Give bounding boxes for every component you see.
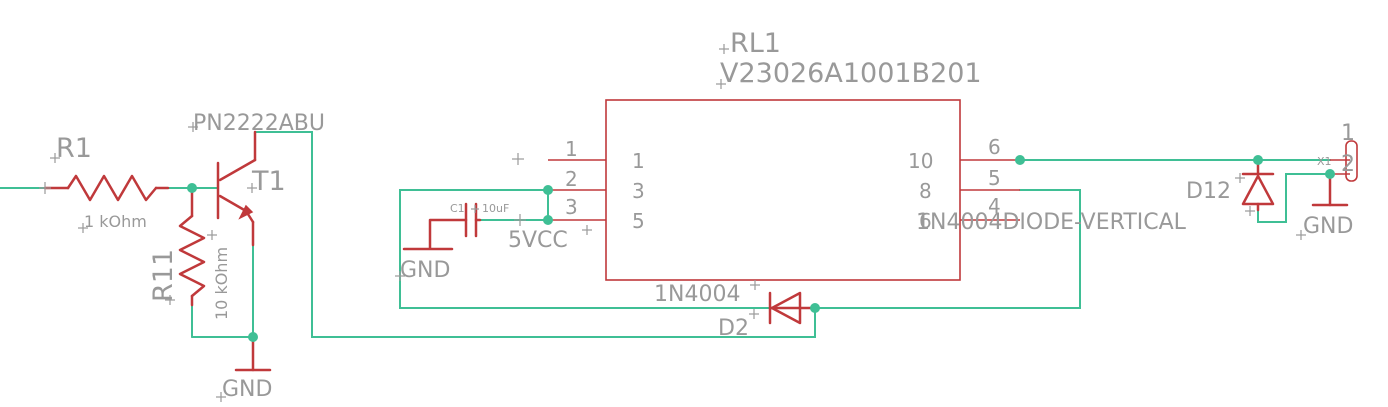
relay-inner-pin: 1 — [632, 149, 645, 173]
relay-inner-pin: 6 — [919, 209, 932, 233]
junction-dot — [1253, 155, 1263, 165]
connector-body — [1345, 140, 1358, 182]
capacitor-c1: C1 10uF — [428, 202, 509, 250]
relay-outer-pin: 5 — [988, 166, 1001, 190]
relay-inner-pin: 5 — [632, 209, 645, 233]
diode-d12: D12 1N4004DIODE-VERTICAL — [916, 158, 1275, 235]
t1-name: T1 — [251, 166, 286, 197]
junction-dot — [187, 183, 197, 193]
vcc-symbol: 5VCC — [508, 214, 592, 253]
connector-x1: 1 2 X1 — [1317, 121, 1358, 182]
gnd-symbol-connector: GND — [1296, 172, 1353, 240]
rl1-value: V23026A1001B201 — [720, 58, 982, 89]
resistor-r11: R11 10 kOhm — [148, 186, 231, 320]
rl1-name: RL1 — [730, 28, 781, 59]
gnd-label-connector: GND — [1303, 214, 1353, 239]
x1-name: X1 — [1317, 155, 1332, 168]
junction-dot — [248, 332, 258, 342]
gnd-symbol-capacitor: GND — [395, 247, 454, 283]
r1-value: 1 kOhm — [84, 212, 147, 231]
relay-inner-pin: 8 — [919, 179, 932, 203]
emitter-arrow — [238, 204, 254, 220]
x1-pin: 2 — [1341, 152, 1355, 177]
gnd-symbol-transistor: GND — [216, 335, 272, 402]
c1-name: C1 — [450, 202, 465, 215]
junction-dot — [1015, 155, 1025, 165]
relay-inner-pin: 3 — [632, 179, 645, 203]
d2-value: 1N4004 — [654, 282, 740, 307]
r1-name: R1 — [56, 133, 92, 164]
r11-value: 10 kOhm — [212, 247, 231, 320]
resistor-r1: R1 1 kOhm — [39, 133, 170, 233]
d12-name: D12 — [1186, 179, 1231, 204]
d12-value: 1N4004DIODE-VERTICAL — [916, 210, 1187, 235]
relay-inner-pin: 10 — [908, 149, 933, 173]
junction-dot — [543, 215, 553, 225]
wire-collector-to-d2 — [254, 131, 816, 338]
relay-outer-pin: 2 — [565, 167, 578, 191]
relay-outer-pin: 6 — [988, 135, 1001, 159]
c1-value: 10uF — [482, 202, 509, 215]
wire-d12-return — [1257, 173, 1331, 223]
junction-dot — [1325, 169, 1335, 179]
wire-relay-pin3-vcc — [519, 189, 549, 221]
transistor-t1: PN2222ABU T1 — [188, 111, 325, 247]
relay-rl1: RL1 V23026A1001B201 1 2 3 1 3 5 10 8 6 6… — [512, 28, 1020, 281]
x1-pin: 1 — [1341, 121, 1355, 146]
relay-outer-pin: 1 — [565, 137, 578, 161]
t1-value: PN2222ABU — [193, 111, 325, 136]
junction-dot — [810, 303, 820, 313]
wires — [0, 131, 1331, 371]
diode-d2: 1N4004 D2 — [654, 280, 817, 341]
junctions — [187, 155, 1335, 342]
d2-name: D2 — [718, 316, 749, 341]
junction-dot — [543, 185, 553, 195]
relay-outer-pin: 4 — [988, 194, 1001, 218]
r11-name: R11 — [148, 249, 179, 302]
relay-body — [605, 99, 961, 281]
vcc-label: 5VCC — [508, 228, 568, 253]
gnd-label-transistor: GND — [222, 377, 272, 402]
gnd-label-capacitor: GND — [400, 258, 450, 283]
relay-outer-pin: 3 — [565, 195, 578, 219]
